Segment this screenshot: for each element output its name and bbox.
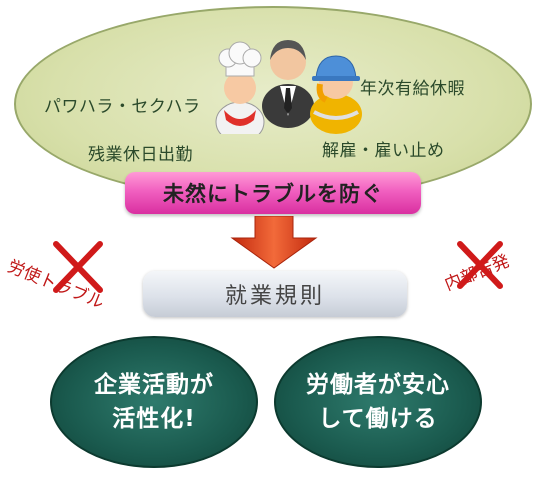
result-workers-line2: して働ける: [318, 406, 438, 432]
result-circle-workers: 労働者が安心 して働ける: [274, 336, 482, 468]
construction-worker-icon: [310, 55, 362, 134]
crossed-labor-dispute: 労使トラブル: [5, 238, 136, 313]
issue-dismissal: 解雇・雇い止め: [322, 141, 445, 161]
chef-icon: [215, 41, 265, 134]
businessman-icon: [262, 40, 314, 128]
issue-overtime: 残業休日出勤: [88, 145, 193, 165]
workers-illustration-icon: [215, 40, 362, 134]
crossed-whistleblowing: 内部告発: [432, 236, 532, 296]
work-rules-bar: 就業規則: [143, 271, 407, 317]
result-circle-business: 企業活動が 活性化!: [50, 336, 258, 468]
cross-mark-icon: [457, 241, 503, 289]
down-arrow-icon: [230, 216, 318, 269]
issue-paid-leave: 年次有給休暇: [360, 79, 465, 99]
result-workers-line1: 労働者が安心: [306, 372, 450, 398]
work-rules-label: 就業規則: [224, 284, 325, 309]
banner-label: 未然にトラブルを防ぐ: [163, 182, 383, 206]
result-business-line2: 活性化!: [112, 406, 196, 432]
issue-harassment: パワハラ・セクハラ: [44, 97, 201, 117]
prevent-trouble-banner: 未然にトラブルを防ぐ: [125, 172, 421, 214]
result-business-line1: 企業活動が: [94, 372, 214, 398]
cross-mark-icon: [53, 241, 103, 293]
